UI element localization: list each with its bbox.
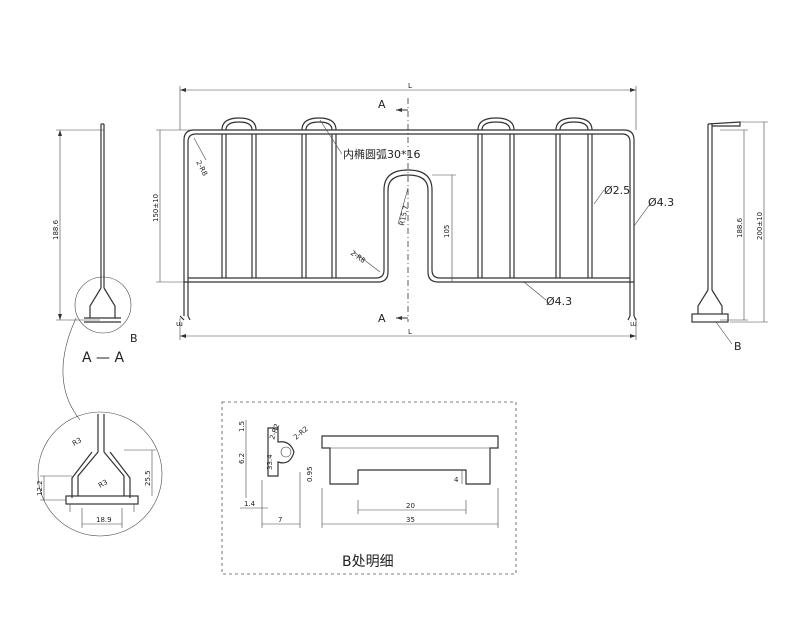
dim-095: 0.95 <box>306 466 314 482</box>
dim-2r8-mid: 2-R8 <box>349 249 367 265</box>
side-view-right: B 188.6 200±10 <box>691 121 768 353</box>
dim-r3-b: R3 <box>97 478 109 490</box>
outer-frame <box>183 129 635 316</box>
section-view-label: A — A <box>82 350 124 366</box>
dim-35: 35 <box>406 516 415 524</box>
arc-note: 内椭圆弧30*16 <box>343 147 421 161</box>
section-a-top: A <box>378 98 386 111</box>
dim-150: 150±10 <box>152 194 160 222</box>
detail-title: B处明细 <box>342 554 394 570</box>
dim-200: 200±10 <box>756 212 764 240</box>
detail-b-right: B <box>734 340 742 353</box>
dim-334: 33.4 <box>266 454 274 470</box>
detail-b-left: B <box>130 332 138 345</box>
dim-4: 4 <box>454 476 459 484</box>
dim-l-bottom: L <box>408 328 412 336</box>
dim-188-right: 188.6 <box>736 217 744 238</box>
enlarged-detail: 18.9 12.2 25.5 R3 R3 <box>36 411 163 537</box>
detail-b-box: 7 1.4 1.5 6.2 33.4 2-R2 2-R2 0.95 20 35 … <box>221 401 517 575</box>
dia-43-bottom-label: Ø4.3 <box>546 295 572 308</box>
dim-255: 25.5 <box>144 470 152 486</box>
dim-20: 20 <box>406 502 415 510</box>
svg-text:ɯ: ɯ <box>630 320 637 328</box>
vertical-wires-right <box>477 134 593 278</box>
side-view-left: 188.6 B A — A <box>52 123 138 366</box>
dim-l-top: L <box>408 82 412 90</box>
front-view: L L 150±10 <box>152 82 674 340</box>
dim-105: 105 <box>443 225 451 238</box>
section-a-bottom: A <box>378 312 386 325</box>
dim-2r2-a: 2-R2 <box>268 423 281 441</box>
bottom-rail <box>184 174 634 283</box>
dim-188-left: 188.6 <box>52 219 60 240</box>
dim-2r2-b: 2-R2 <box>292 425 310 442</box>
dim-r3-a: R3 <box>71 436 83 448</box>
dim-2r8-top: 2-R8 <box>194 159 209 177</box>
dim-189: 18.9 <box>96 516 112 524</box>
dim-62: 6.2 <box>238 453 246 464</box>
dia-43-right-label: Ø4.3 <box>648 196 674 209</box>
svg-text:ɯ: ɯ <box>176 320 183 328</box>
dim-122: 12.2 <box>36 480 44 496</box>
dim-14: 1.4 <box>244 500 256 508</box>
elliptical-loops <box>221 117 593 131</box>
dim-7: 7 <box>278 516 282 524</box>
dia-25-label: Ø2.5 <box>604 184 630 197</box>
vertical-wires-left <box>221 134 337 278</box>
dim-15: 1.5 <box>238 421 246 432</box>
